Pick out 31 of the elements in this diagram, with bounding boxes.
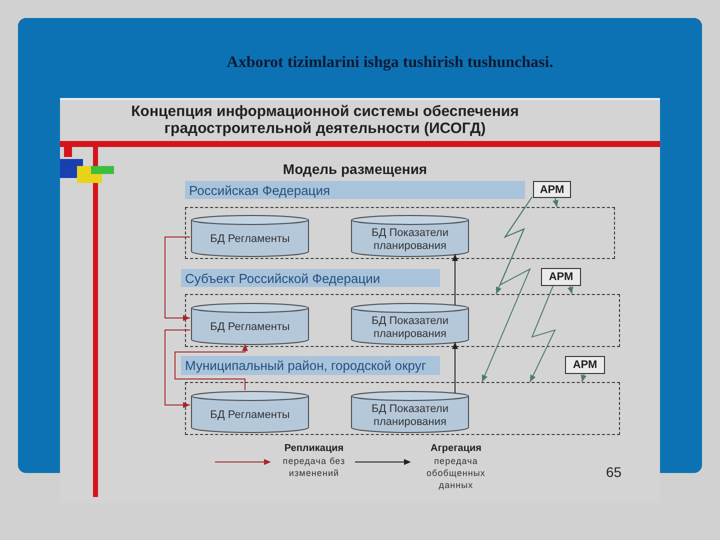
database-cylinder: БД Показатели планирования bbox=[351, 303, 469, 345]
section-heading: Модель размещения bbox=[282, 161, 428, 178]
arrow bbox=[174, 344, 248, 390]
arrow bbox=[452, 254, 458, 306]
zigzag-arrow bbox=[482, 196, 532, 382]
arrow bbox=[164, 330, 190, 408]
arrow bbox=[580, 374, 587, 382]
level-banner: Российская Федерация bbox=[185, 181, 525, 199]
database-cylinder: БД Регламенты bbox=[191, 215, 309, 257]
workstation-box: АРМ bbox=[533, 181, 571, 198]
database-cylinder: БД Регламенты bbox=[191, 391, 309, 433]
arrow bbox=[164, 236, 190, 321]
arrow bbox=[452, 342, 458, 394]
page-title: Axborot tizimlarini ishga tushirish tushunchasi. bbox=[226, 53, 554, 72]
page-number: 65 bbox=[606, 464, 622, 481]
dashed-container bbox=[185, 294, 620, 347]
database-cylinder: БД Показатели планирования bbox=[351, 391, 469, 433]
legend-text: Агрегация передача обобщенных данных bbox=[426, 443, 486, 491]
level-banner: Субъект Российской Федерации bbox=[181, 269, 440, 287]
dashed-container bbox=[185, 382, 620, 435]
database-cylinder: БД Показатели планирования bbox=[351, 215, 469, 257]
slide-heading: Концепция информационной системы обеспечения градостроительной деятельности (ИСОГД) bbox=[130, 103, 520, 137]
dashed-container bbox=[185, 207, 615, 259]
database-cylinder: БД Регламенты bbox=[191, 303, 309, 345]
workstation-box: АРМ bbox=[565, 356, 605, 374]
arrow bbox=[567, 286, 574, 294]
arrow bbox=[552, 198, 558, 208]
level-banner: Муниципальный район, городской округ bbox=[181, 356, 440, 375]
zigzag-arrow bbox=[530, 286, 556, 382]
workstation-box: АРМ bbox=[541, 268, 581, 286]
legend-text: Репликация передача без изменений bbox=[282, 443, 346, 479]
